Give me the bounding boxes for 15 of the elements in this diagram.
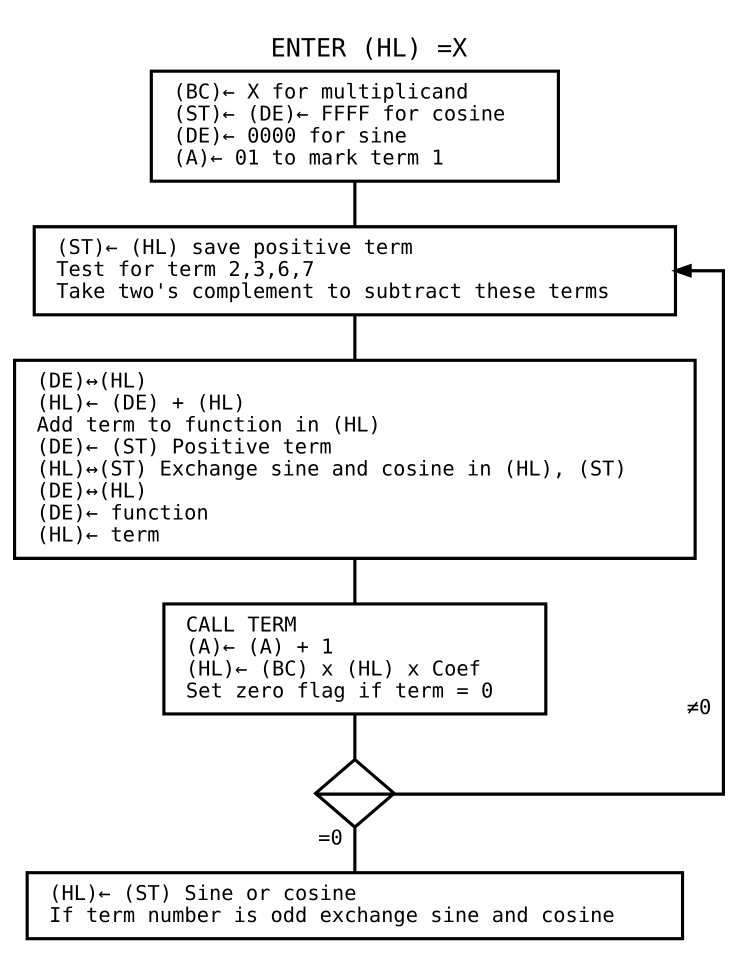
arrow bbox=[316, 264, 725, 796]
connector bbox=[353, 828, 356, 872]
connector bbox=[353, 181, 356, 227]
node-box: CALL TERM (A)← (A) + 1 (HL)← (BC) x (HL) x Coef Set zero flag if term = 0 bbox=[162, 602, 548, 716]
connector bbox=[353, 558, 356, 604]
node-diamond bbox=[313, 757, 397, 830]
connector bbox=[353, 714, 356, 759]
node-box: (HL)← (ST) Sine or cosine If term number is odd exchange sine and cosine bbox=[26, 871, 684, 940]
connector bbox=[353, 314, 356, 360]
diagram-title: ENTER (HL) =X bbox=[270, 34, 468, 63]
node-box: (ST)← (HL) save positive term Test for term 2,3,6,7 Take two's complement to subtract these terms bbox=[32, 225, 678, 316]
edge-label: =0 bbox=[318, 825, 343, 850]
node-box: (BC)← X for multiplicand (ST)← (DE)← FFFF for cosine (DE)← 0000 for sine (A)← 01 to mark term 1 bbox=[150, 70, 560, 183]
edge-label: ≠0 bbox=[686, 695, 712, 720]
node-box: (DE)↔(HL) (HL)← (DE) + (HL) Add term to function in (HL) (DE)← (ST) Positive term (HL)↔(ST) Exchange sine and cosine in (HL), (ST) (DE)↔(HL) (DE)← function (HL)← term bbox=[13, 358, 697, 560]
